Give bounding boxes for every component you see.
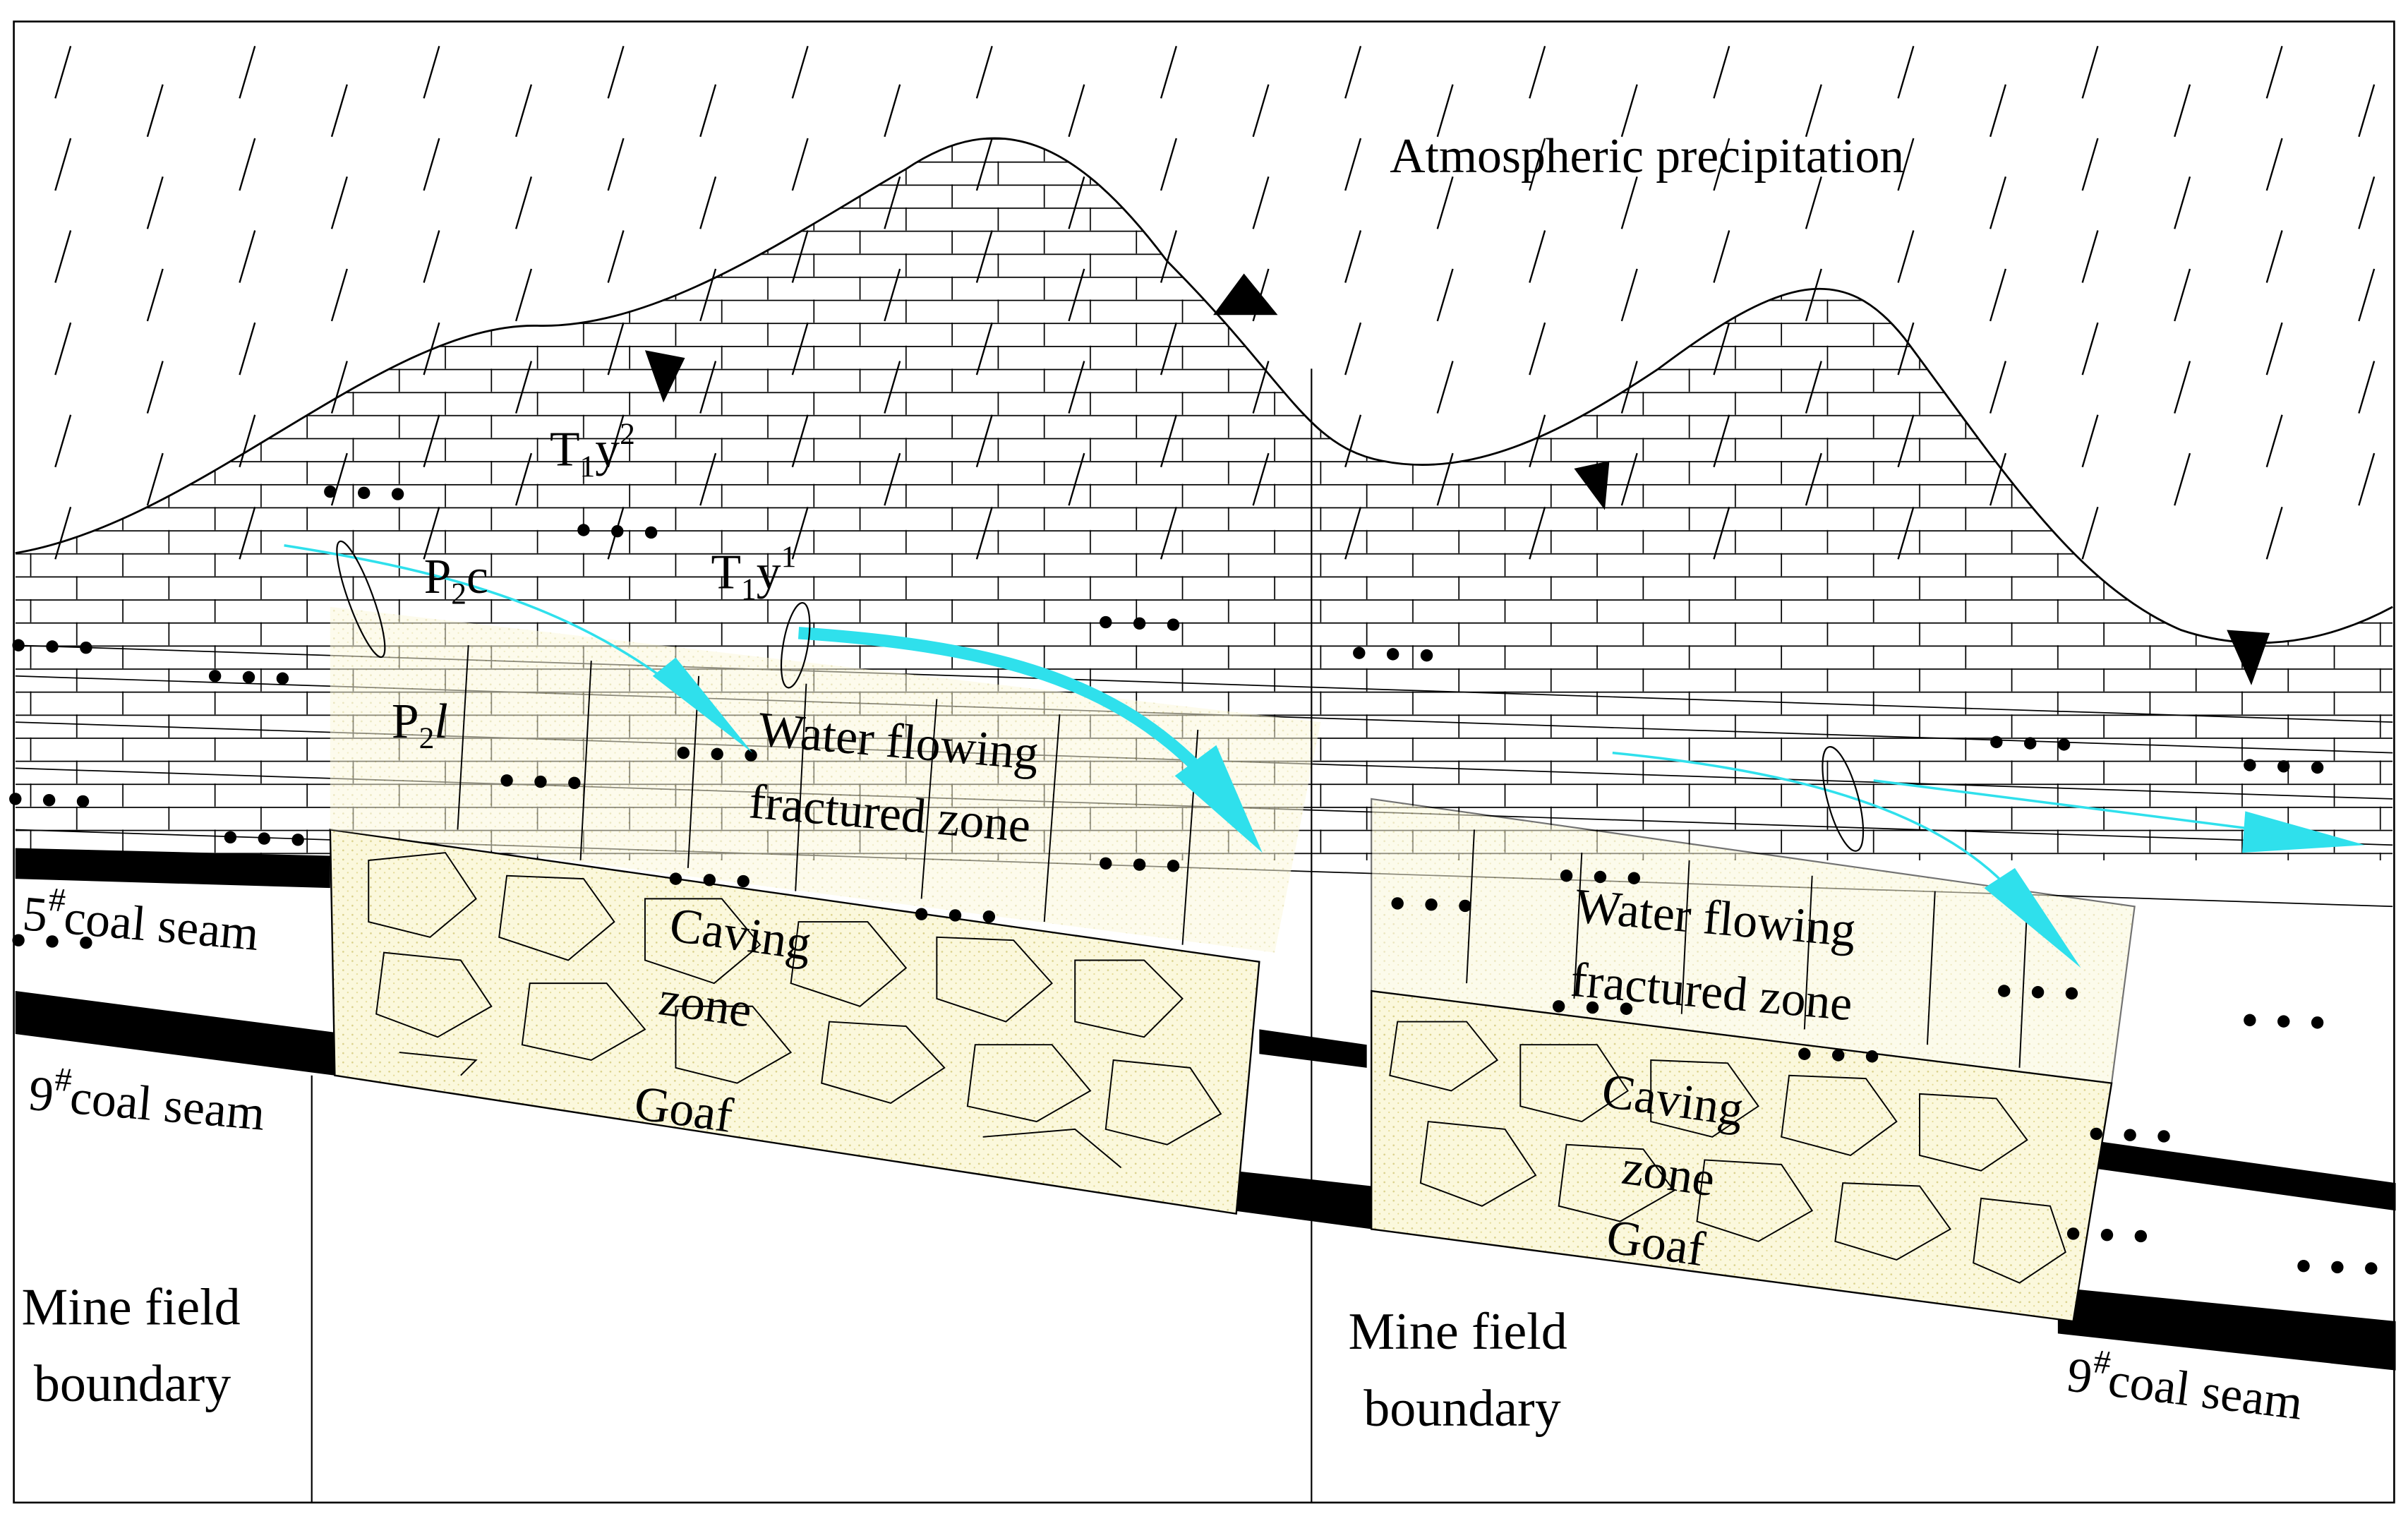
sandstone-dot <box>2058 738 2070 750</box>
sandstone-dot <box>1998 985 2010 997</box>
sandstone-dot <box>1866 1050 1878 1062</box>
sandstone-dot <box>2244 1014 2256 1026</box>
sandstone-dot <box>1100 858 1112 870</box>
sandstone-dot <box>12 639 24 651</box>
sandstone-dot <box>358 487 370 499</box>
sandstone-dot <box>277 673 289 685</box>
sandstone-dot <box>1391 897 1403 909</box>
sandstone-dot <box>46 640 58 652</box>
sandstone-dot <box>915 908 927 920</box>
sandstone-dot <box>678 747 690 759</box>
sandstone-dot <box>2311 1016 2323 1028</box>
sandstone-dot <box>1353 647 1365 659</box>
sandstone-dot <box>2311 762 2323 774</box>
sandstone-dot <box>2067 1227 2079 1239</box>
sandstone-dot <box>1628 872 1640 884</box>
sandstone-dot <box>1167 618 1179 630</box>
sandstone-dot <box>291 834 303 846</box>
sandstone-dot <box>209 670 221 682</box>
sandstone-dot <box>80 642 92 654</box>
sandstone-dot <box>2032 986 2044 998</box>
sandstone-dot <box>243 671 255 683</box>
sandstone-dot <box>645 527 657 539</box>
sandstone-dot <box>500 774 512 786</box>
sandstone-dot <box>2066 987 2078 999</box>
sandstone-dot <box>1387 648 1399 660</box>
sandstone-dot <box>1553 1000 1565 1012</box>
sandstone-dot <box>1832 1049 1844 1061</box>
sandstone-dot <box>983 910 995 922</box>
sandstone-dot <box>534 776 546 788</box>
sandstone-dot <box>2157 1130 2169 1142</box>
sandstone-dot <box>2135 1230 2147 1242</box>
sandstone-dot <box>2365 1262 2377 1274</box>
label-precipitation: Atmospheric precipitation <box>1390 129 1904 184</box>
sandstone-dot <box>568 777 580 789</box>
sandstone-dot <box>1167 860 1179 872</box>
sandstone-dot <box>2277 760 2289 772</box>
sandstone-dot <box>392 488 404 500</box>
sandstone-dot <box>1100 616 1112 628</box>
label-boundary-right-2: boundary <box>1363 1380 1560 1438</box>
sandstone-dot <box>2124 1129 2136 1141</box>
sandstone-dot <box>258 832 270 844</box>
sandstone-dot <box>2244 759 2256 771</box>
sandstone-dot <box>9 793 21 805</box>
sandstone-dot <box>611 525 623 537</box>
sandstone-dot <box>704 874 716 886</box>
sandstone-dot <box>949 909 961 921</box>
sandstone-dot <box>43 794 55 806</box>
sandstone-dot <box>1459 900 1471 912</box>
sandstone-dot <box>46 935 58 947</box>
sandstone-dot <box>224 831 236 843</box>
sandstone-dot <box>1133 618 1145 630</box>
sandstone-dot <box>1560 870 1572 882</box>
sandstone-dot <box>737 875 749 887</box>
sandstone-dot <box>77 795 89 807</box>
label-boundary-right-1: Mine field <box>1349 1303 1567 1361</box>
sandstone-dot <box>2331 1261 2343 1273</box>
sandstone-dot <box>2090 1128 2102 1140</box>
sandstone-dot <box>2101 1229 2113 1241</box>
sandstone-dot <box>1425 898 1437 910</box>
sandstone-dot <box>670 872 682 884</box>
sandstone-dot <box>2297 1260 2309 1272</box>
sandstone-dot <box>2277 1015 2289 1027</box>
label-boundary-left-2: boundary <box>34 1355 231 1413</box>
sandstone-dot <box>711 748 723 760</box>
sandstone-dot <box>324 486 336 498</box>
sandstone-dot <box>2024 737 2036 749</box>
sandstone-dot <box>1133 858 1145 870</box>
sandstone-dot <box>1798 1048 1810 1060</box>
sandstone-dot <box>1421 649 1433 661</box>
label-boundary-left-1: Mine field <box>21 1278 240 1336</box>
sandstone-dot <box>1990 736 2002 748</box>
sandstone-dot <box>577 524 589 536</box>
